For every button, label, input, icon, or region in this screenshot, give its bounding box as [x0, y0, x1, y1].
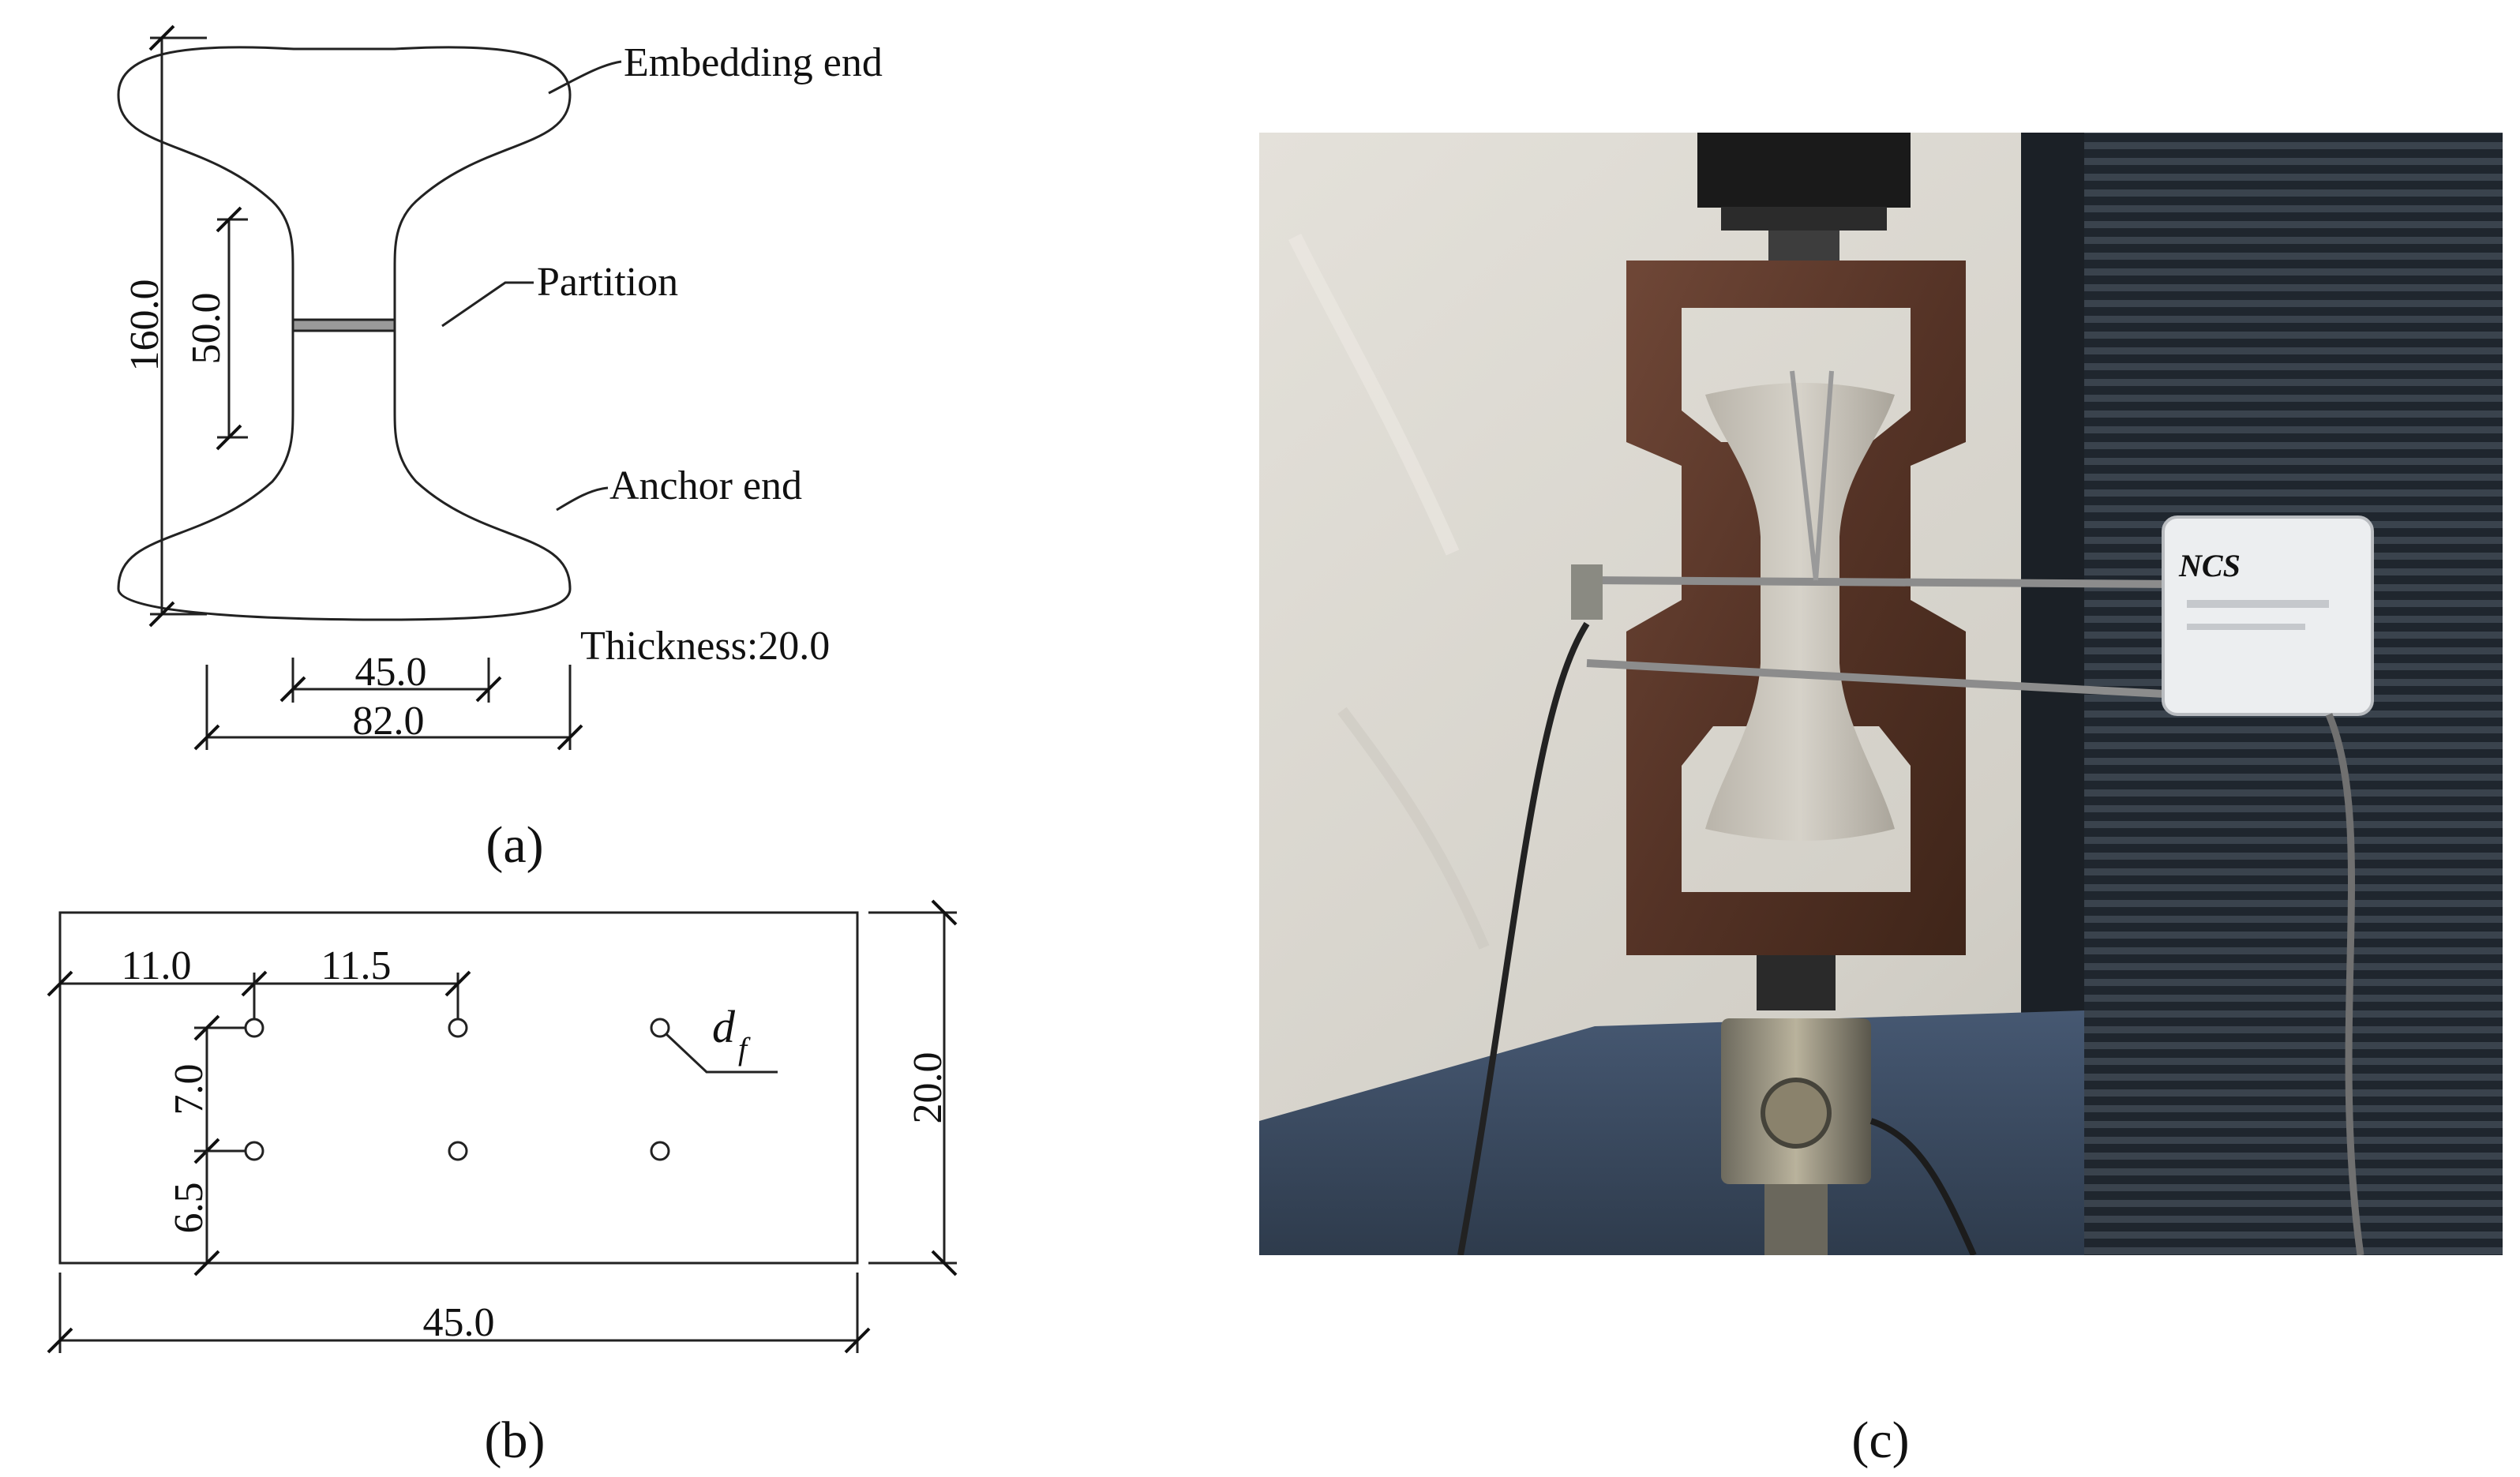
embedding-end-label: Embedding end: [624, 40, 883, 85]
anchor-end-label: Anchor end: [609, 463, 802, 508]
dimension-spacing-x-11-5: 11.5: [254, 943, 471, 1018]
cable-left: [1457, 621, 1590, 1255]
svg-text:50.0: 50.0: [184, 293, 229, 365]
svg-text:45.0: 45.0: [355, 650, 427, 695]
cable-load-cell: [1869, 1118, 1977, 1255]
dimension-edge-y-6-5: 6.5: [167, 1151, 220, 1276]
svg-text:6.5: 6.5: [167, 1183, 212, 1234]
panel-b-caption: (b): [485, 1411, 546, 1469]
fiber-hole: [244, 1141, 264, 1161]
cross-section-outline: [58, 911, 859, 1265]
svg-text:NCS: NCS: [2178, 548, 2241, 583]
svg-text:11.5: 11.5: [321, 943, 391, 988]
dimension-edge-x-11: 11.0: [47, 943, 268, 1018]
panel-a-caption: (a): [486, 816, 543, 874]
partition-label: Partition: [537, 260, 678, 305]
anchor-end-leader: [556, 486, 609, 512]
dimension-height-160: 160.0: [122, 24, 207, 628]
concrete-dumbbell: [1705, 383, 1895, 841]
upper-actuator: [1697, 133, 1911, 208]
machine-table: [1259, 1010, 2084, 1255]
dimension-height-20: 20.0: [868, 899, 958, 1276]
extensometer: [1571, 370, 2180, 699]
svg-text:160.0: 160.0: [122, 279, 167, 372]
fiber-hole: [650, 1141, 670, 1161]
fiber-hole: [448, 1141, 468, 1161]
fiber-hole: [244, 1018, 264, 1038]
loading-frame: [1626, 261, 1966, 955]
cable-right: [2325, 713, 2364, 1255]
dimension-width-45: 45.0: [47, 1273, 871, 1354]
svg-text:45.0: 45.0: [423, 1300, 495, 1345]
svg-text:82.0: 82.0: [353, 699, 425, 744]
dimension-neck-45: 45.0: [279, 650, 502, 703]
fiber-hole: [650, 1018, 670, 1038]
partition-plate: [291, 318, 396, 332]
partition-leader: [441, 281, 534, 328]
thickness-label: Thickness:20.0: [580, 624, 830, 669]
dimension-spacing-y-7: 7.0: [167, 1014, 245, 1164]
svg-text:7.0: 7.0: [167, 1064, 212, 1115]
specimen-outline: [117, 46, 572, 621]
svg-text:20.0: 20.0: [906, 1052, 951, 1124]
panel-c-test-setup-photo: NCS: [1259, 133, 2503, 1255]
fiber-positions: [244, 1018, 670, 1161]
dimension-gauge-50: 50.0: [184, 206, 248, 451]
panel-a-specimen-drawing: Embedding end Partition Anchor end Thick…: [117, 24, 883, 874]
load-cell: [1721, 955, 1871, 1255]
fiber-diameter-leader: [665, 1033, 778, 1074]
svg-text:11.0: 11.0: [121, 943, 191, 988]
dimension-width-82: 82.0: [193, 665, 583, 751]
ncs-sensor-box: NCS: [2162, 515, 2374, 716]
embedding-end-leader: [548, 60, 622, 95]
panel-c-caption: (c): [1851, 1411, 1909, 1469]
fiber-hole: [448, 1018, 468, 1038]
